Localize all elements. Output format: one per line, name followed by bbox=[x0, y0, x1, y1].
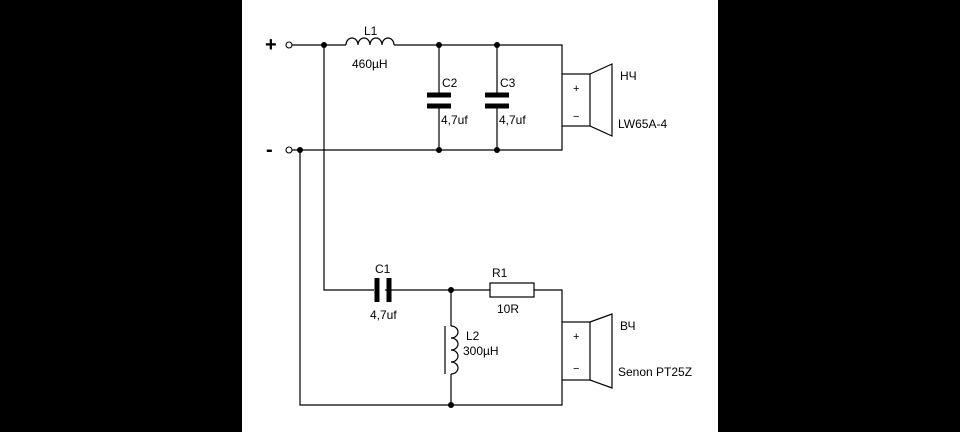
c1-value: 4,7uf bbox=[370, 308, 397, 322]
wiring bbox=[292, 44, 563, 406]
r1-value: 10R bbox=[497, 302, 519, 316]
c2-ref: C2 bbox=[442, 76, 458, 90]
tweeter-minus: − bbox=[573, 363, 579, 375]
r1-ref: R1 bbox=[492, 266, 508, 280]
capacitor-c1: C1 4,7uf bbox=[370, 262, 397, 322]
c1-ref: C1 bbox=[375, 262, 391, 276]
resistor-r1: R1 10R bbox=[489, 266, 535, 316]
schematic-sheet bbox=[242, 0, 718, 432]
junctions bbox=[297, 42, 500, 408]
l1-ref: L1 bbox=[364, 24, 378, 38]
plus-terminal-label: + bbox=[265, 34, 277, 56]
plus-terminal bbox=[285, 41, 293, 49]
l2-value: 300µH bbox=[463, 344, 499, 358]
woofer-plus: + bbox=[573, 83, 579, 95]
tweeter-band-label: ВЧ bbox=[620, 319, 635, 333]
minus-terminal bbox=[285, 146, 293, 154]
tweeter-model-label: Senon PT25Z bbox=[618, 365, 692, 379]
woofer-minus: − bbox=[573, 111, 579, 123]
l1-value: 460µH bbox=[352, 57, 388, 71]
c3-value: 4,7uf bbox=[499, 113, 526, 127]
minus-terminal-label: - bbox=[266, 139, 273, 161]
tweeter-speaker-icon: + − ВЧ Senon PT25Z bbox=[561, 313, 692, 389]
c3-ref: C3 bbox=[500, 76, 516, 90]
inductor-l1: L1 460µH bbox=[345, 24, 395, 71]
tweeter-plus: + bbox=[573, 331, 579, 343]
capacitor-c3: C3 4,7uf bbox=[485, 76, 526, 127]
woofer-band-label: НЧ bbox=[620, 69, 637, 83]
woofer-model-label: LW65A-4 bbox=[618, 117, 667, 131]
inductor-l2: L2 300µH bbox=[444, 325, 499, 375]
woofer-speaker-icon: + − НЧ LW65A-4 bbox=[561, 63, 667, 137]
capacitor-c2: C2 4,7uf bbox=[427, 76, 468, 127]
c2-value: 4,7uf bbox=[441, 113, 468, 127]
l2-ref: L2 bbox=[466, 329, 480, 343]
